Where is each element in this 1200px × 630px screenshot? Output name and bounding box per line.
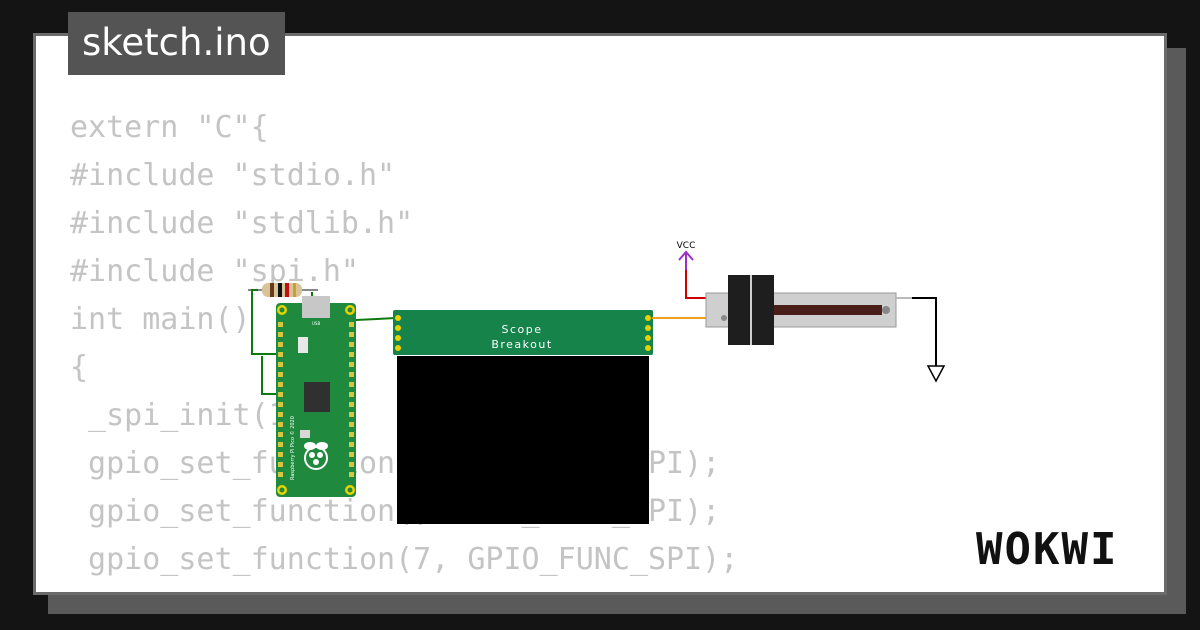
scope-screen xyxy=(397,356,649,524)
ground-symbol-icon xyxy=(926,365,946,383)
code-line: int main() xyxy=(70,302,251,337)
code-preview: extern "C"{ #include "stdio.h" #include "s… xyxy=(70,104,1081,592)
code-line: extern "C"{ xyxy=(70,110,269,145)
resistor[interactable] xyxy=(248,283,318,297)
wire[interactable] xyxy=(912,297,937,366)
scope-label-line1: Scope xyxy=(501,323,542,336)
code-line: gpio_set_function(7, GPIO_FUNC_SPI); xyxy=(70,542,739,577)
code-line: #include "stdlib.h" xyxy=(70,206,414,241)
code-line: { xyxy=(70,350,89,385)
scope-breakout[interactable]: Scope Breakout xyxy=(393,310,653,524)
raspberry-pi-pico[interactable]: Raspberry Pi Pico © 2020 USB xyxy=(276,296,356,497)
pico-label: Raspberry Pi Pico © 2020 xyxy=(289,416,296,480)
vcc-label: VCC xyxy=(677,241,696,251)
raspberry-pi-logo-icon xyxy=(304,442,328,470)
slide-potentiometer[interactable] xyxy=(705,275,914,345)
code-line: spi_set_format(spi0, 8, SPI_CPOL_0, SPI_… xyxy=(70,584,1081,592)
usb-label: USB xyxy=(312,321,320,326)
scope-label-line2: Breakout xyxy=(491,338,552,351)
wokwi-logo[interactable]: WOKWI xyxy=(976,520,1154,576)
filename-tag: sketch.ino xyxy=(68,12,285,75)
wokwi-logo-text: WOKWI xyxy=(976,524,1118,575)
vcc-symbol: VCC xyxy=(677,241,696,270)
code-line: #include "stdio.h" xyxy=(70,158,396,193)
